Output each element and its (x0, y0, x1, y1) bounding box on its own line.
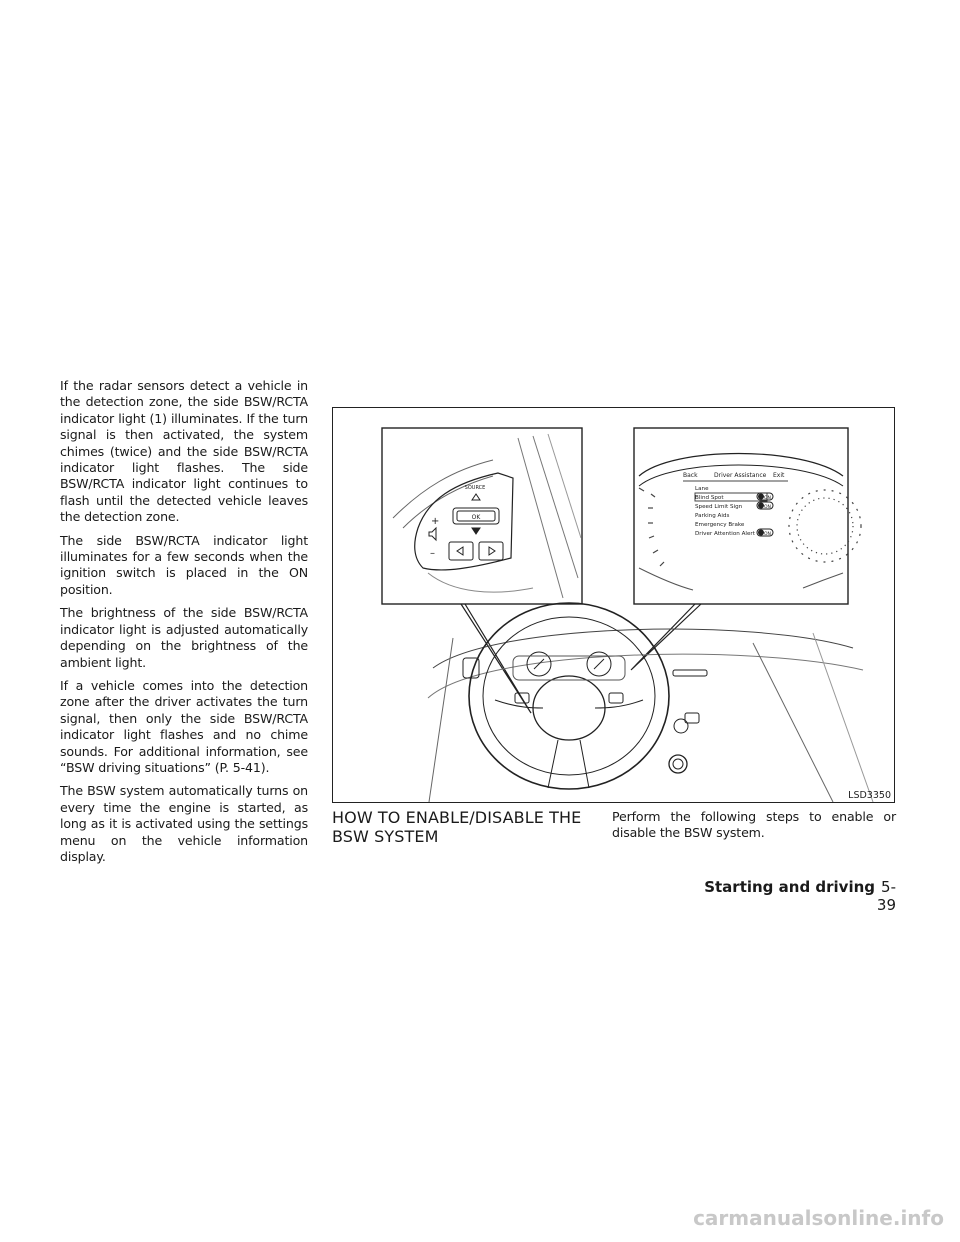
section-intro: Perform the following steps to enable or… (612, 809, 896, 841)
svg-text:ON: ON (764, 495, 771, 501)
display-item-lane: Lane (695, 486, 709, 492)
footer-page-number: 5-39 (876, 878, 896, 914)
paragraph-ignition: The side BSW/RCTA indicator light illumi… (60, 532, 308, 597)
paragraph-brightness: The brightness of the side BSW/RCTA indi… (60, 605, 308, 670)
switch-plus-label: + (431, 516, 439, 527)
paragraph-turn-signal: If a vehicle comes into the detection zo… (60, 677, 308, 775)
svg-text:ON: ON (764, 531, 771, 537)
paragraph-auto-on: The BSW system automatically turns on ev… (60, 783, 308, 864)
display-item-speed-limit-sign: Speed Limit Sign (695, 504, 743, 510)
figure-steering-switch-and-display: OK SOURCE + – (332, 407, 895, 803)
display-item-blind-spot: Blind Spot (695, 495, 724, 501)
volume-icon (428, 526, 437, 542)
meter-display-inset: Back Driver Assistance Exit Lane Blind S… (633, 427, 862, 605)
steering-switch-inset: OK SOURCE + – (381, 427, 583, 605)
watermark: carmanualsonline.info (693, 1206, 944, 1230)
body-text-left-column: If the radar sensors detect a vehicle in… (60, 378, 308, 872)
display-item-parking-aids: Parking Aids (695, 513, 729, 519)
up-arrow-icon (471, 493, 481, 501)
section-heading: HOW TO ENABLE/DISABLE THE BSW SYSTEM (332, 808, 582, 846)
toggle-driver-attention-alert: ON (756, 528, 774, 537)
footer-section-name: Starting and driving (704, 878, 876, 896)
switch-source-label: SOURCE (465, 485, 486, 491)
dashboard-steering-wheel (427, 602, 874, 802)
paragraph-detection: If the radar sensors detect a vehicle in… (60, 378, 308, 525)
svg-text:ON: ON (764, 504, 771, 510)
display-title: Driver Assistance (714, 472, 767, 479)
down-arrow-icon (471, 527, 481, 535)
toggle-blind-spot: ON (756, 492, 774, 501)
display-item-emergency-brake: Emergency Brake (695, 522, 745, 528)
toggle-speed-limit-sign: ON (756, 501, 774, 510)
right-arrow-icon (488, 546, 496, 556)
left-arrow-icon (456, 546, 464, 556)
display-back-label: Back (683, 472, 698, 479)
figure-code: LSD3350 (848, 790, 891, 801)
switch-ok-label: OK (472, 514, 482, 521)
display-exit-label: Exit (773, 472, 785, 479)
figure-illustration: OK SOURCE + – (381, 427, 874, 802)
switch-minus-label: – (430, 548, 435, 559)
display-item-driver-attention-alert: Driver Attention Alert (695, 531, 756, 537)
